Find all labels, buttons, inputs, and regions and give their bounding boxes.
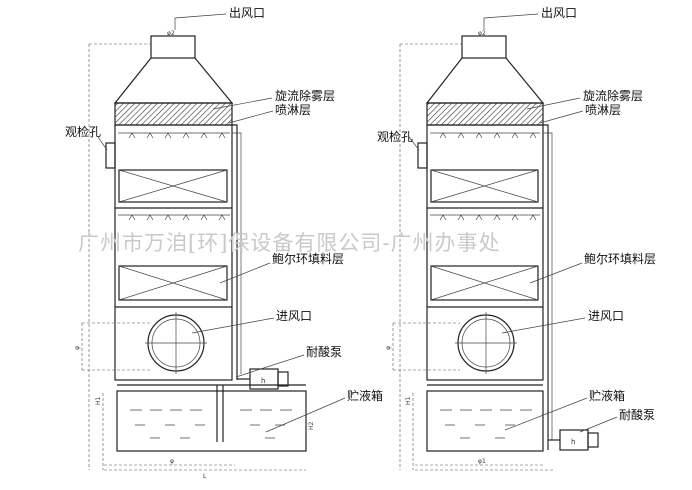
- right-tower-shell: [426, 124, 544, 381]
- watermark: 广州市万洎[环]保设备有限公司-广州办事处: [78, 231, 500, 255]
- left-pump-symbol: h: [261, 377, 265, 385]
- right-tank: [426, 390, 544, 452]
- left-label-pump: 耐酸泵: [306, 344, 342, 359]
- left-recirculation-pipe: [232, 124, 238, 380]
- left-label-outlet: 出风口: [229, 6, 265, 20]
- left-tank-height: H1: [95, 396, 102, 405]
- left-inspection-port: [105, 142, 116, 169]
- left-label-spray: 喷淋层: [275, 103, 311, 117]
- right-cone-hood: [425, 57, 545, 104]
- right-width-dim: φ1: [478, 458, 486, 465]
- right-label-outlet: 出风口: [541, 6, 577, 20]
- left-spray-nozzles: [118, 132, 230, 139]
- right-label-inlet: 进风口: [588, 309, 624, 323]
- right-label-inspection: 观检孔: [377, 129, 413, 144]
- left-outlet-duct: [150, 35, 196, 59]
- right-recirculation-pipe: [543, 124, 549, 450]
- left-tank: [116, 390, 307, 452]
- right-pump-symbol: h: [571, 438, 575, 446]
- dimension-labels: φ2 φ2 φ L φ1 φ φ H1 H2 H1: [74, 30, 486, 480]
- left-width-dim: φ: [170, 458, 174, 465]
- callout-labels: 出风口 旋流除雾层 喷淋层 观检孔 鲍尔环填料层 进风口 耐酸泵 贮液箱 出风口…: [65, 6, 656, 422]
- left-label-packing: 鲍尔环填料层: [272, 251, 344, 266]
- right-label-packing: 鲍尔环填料层: [584, 251, 656, 266]
- right-inspection-port: [417, 142, 428, 169]
- left-inlet-dia: φ: [74, 346, 81, 350]
- left-tower: h: [81, 35, 307, 471]
- left-label-tank: 贮液箱: [347, 388, 383, 403]
- right-label-demister: 旋流除雾层: [583, 88, 643, 103]
- right-label-tank: 贮液箱: [589, 388, 625, 403]
- left-side-height: H2: [308, 421, 315, 430]
- left-label-inlet: 进风口: [276, 309, 312, 323]
- left-length-dim: L: [203, 473, 207, 480]
- right-label-spray: 喷淋层: [585, 103, 621, 117]
- right-inlet-dia: φ: [385, 346, 392, 350]
- leader-lines: [97, 13, 618, 433]
- right-tank-height: H1: [405, 396, 412, 405]
- right-outlet-duct: [461, 35, 507, 59]
- right-demister-layer: [426, 102, 544, 126]
- left-tower-shell: [114, 124, 233, 381]
- left-cone-hood: [113, 57, 234, 104]
- right-outlet-dia: φ2: [478, 30, 486, 37]
- right-label-pump: 耐酸泵: [619, 407, 655, 422]
- left-upper-packing: [118, 169, 228, 203]
- left-lower-packing: [118, 265, 228, 301]
- left-outlet-dia: φ2: [167, 30, 175, 37]
- left-demister-layer: [114, 102, 233, 126]
- right-upper-packing: [430, 169, 539, 203]
- left-label-demister: 旋流除雾层: [275, 88, 335, 103]
- right-tower: h: [392, 35, 599, 471]
- right-lower-packing: [430, 265, 539, 301]
- left-label-inspection: 观检孔: [65, 124, 101, 139]
